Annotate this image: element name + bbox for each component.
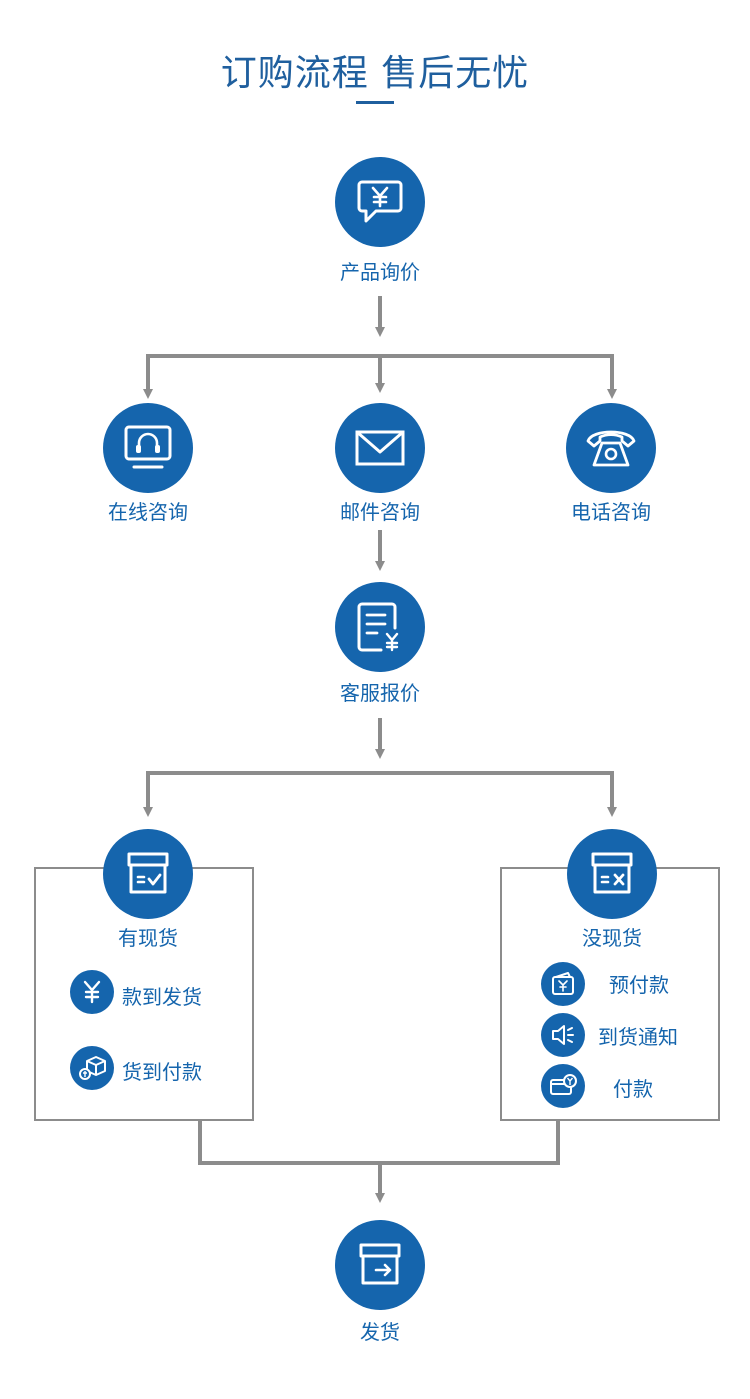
headset-monitor-icon [124,425,172,469]
ship-label: 发货 [360,1320,400,1344]
wallet-yen-icon [541,962,585,1006]
out-stock-option-1: 预付款 [609,973,669,997]
out-stock-node [567,829,657,919]
email-consult-label: 邮件咨询 [340,500,420,524]
in-stock-option-2: 货到付款 [122,1060,202,1084]
quote-node [335,582,425,672]
phone-consult-label: 电话咨询 [571,500,651,524]
inquiry-label: 产品询价 [340,260,420,284]
in-stock-option-1: 款到发货 [122,985,202,1009]
speaker-icon [541,1013,585,1057]
envelope-icon [355,430,405,466]
online-consult-node [103,403,193,493]
inquiry-node [335,157,425,247]
out-stock-option-2: 到货通知 [598,1025,678,1049]
title-sub: 售后无忧 [381,53,530,94]
title-main: 订购流程 [220,53,369,94]
email-consult-node [335,403,425,493]
ship-node [335,1220,425,1310]
in-stock-label: 有现货 [118,926,178,950]
telephone-icon [586,430,636,467]
box-arrow-icon [359,1243,401,1285]
chat-yen-icon [357,180,403,223]
page-title: 订购流程 售后无忧 [0,44,750,96]
out-stock-label: 没现货 [582,926,642,950]
title-underline [356,101,394,104]
document-yen-icon [357,602,399,652]
out-stock-option-3: 付款 [613,1077,653,1101]
box-x-icon [591,852,633,894]
in-stock-node [103,829,193,919]
quote-label: 客服报价 [340,681,420,705]
phone-consult-node [566,403,656,493]
card-coin-icon [541,1064,585,1108]
box-check-icon [127,852,169,894]
online-consult-label: 在线咨询 [108,500,188,524]
yen-icon [70,970,114,1014]
parcel-icon [70,1046,114,1090]
